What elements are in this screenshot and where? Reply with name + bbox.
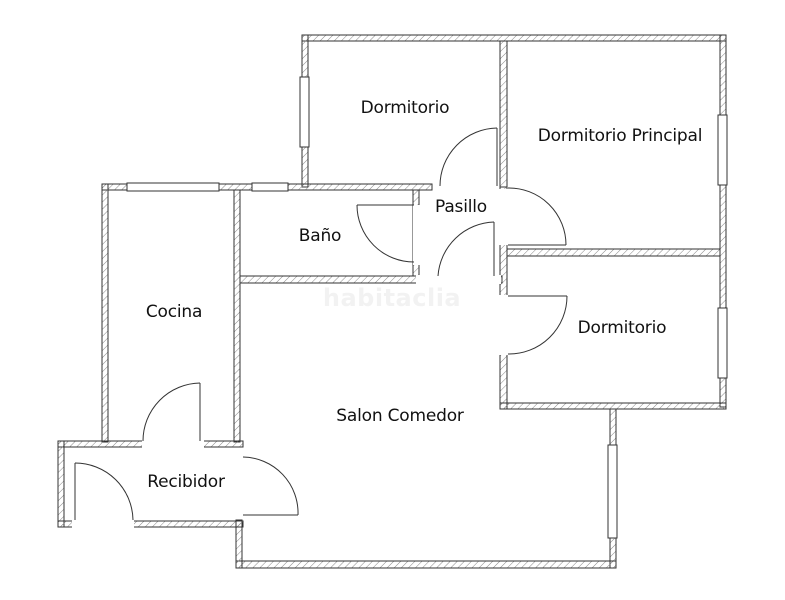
doors [74, 127, 568, 521]
window [126, 182, 220, 192]
room-label-dormitorio-2: Dormitorio [577, 318, 667, 338]
room-label-dormitorio-principal: Dormitorio Principal [537, 126, 703, 146]
window [299, 76, 310, 148]
room-label-salon-comedor: Salon Comedor [336, 406, 464, 426]
room-label-dormitorio-1: Dormitorio [360, 98, 450, 118]
window [251, 182, 289, 192]
window [717, 114, 728, 186]
room-label-recibidor: Recibidor [147, 472, 225, 492]
window [717, 307, 728, 379]
room-label-cocina: Cocina [145, 302, 203, 322]
watermark: habitaclia [322, 284, 462, 312]
window [607, 444, 618, 539]
room-label-bano: Baño [298, 226, 342, 246]
windows [126, 76, 728, 539]
room-label-pasillo: Pasillo [435, 197, 487, 217]
